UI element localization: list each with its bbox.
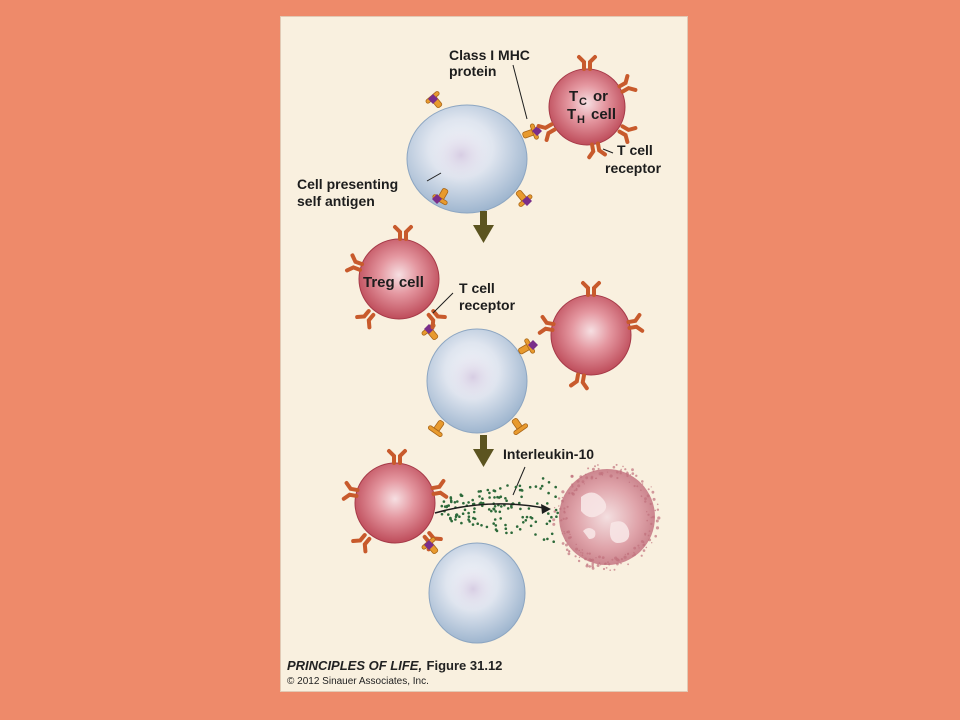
caption-copyright: © 2012 Sinauer Associates, Inc. (287, 676, 429, 687)
arrow-2 (473, 435, 494, 467)
tc-label-t: T (569, 88, 578, 105)
tc-label-sub: C (579, 96, 587, 108)
presenting-leader (426, 172, 442, 182)
secretion-arrow-head (541, 504, 551, 514)
class-mhc-label-1: Class I MHC (449, 47, 530, 63)
tcr1-label-2: receptor (605, 160, 662, 176)
top-th-cell (536, 55, 638, 160)
caption-figure-number: Figure 31.12 (426, 658, 503, 673)
treg-cell-middle (344, 225, 447, 330)
class-mhc-label-2: protein (449, 63, 496, 79)
presenting-label-2: self antigen (297, 193, 375, 209)
tcr2-label-2: receptor (459, 297, 516, 313)
tc-label-or: or (593, 88, 608, 105)
interleukin-10-molecules (440, 477, 559, 543)
caption-title: PRINCIPLES OF LIFE, (287, 658, 423, 673)
middle-t-cell-right (537, 281, 645, 391)
tcr2-leader (432, 292, 454, 314)
interleukin-leader (512, 466, 526, 496)
presenting-label-1: Cell presenting (297, 176, 398, 192)
dying-t-cell (552, 463, 661, 571)
bottom-presenting-cell (420, 536, 526, 644)
class-mhc-leader (512, 64, 528, 120)
figure-caption: PRINCIPLES OF LIFE, Figure 31.12 © 2012 … (287, 657, 502, 687)
th-label-t: T (567, 106, 576, 123)
secretion-arrow-line (434, 503, 550, 514)
arrow-1 (473, 211, 494, 243)
treg-label: Treg cell (363, 274, 424, 291)
th-label-cell: cell (591, 106, 616, 123)
tcr1-label-1: T cell (617, 142, 653, 158)
interleukin-label: Interleukin-10 (503, 446, 594, 462)
figure-panel: T C or T H cell Class I MHC protein T ce… (280, 16, 688, 692)
middle-presenting-cell (420, 322, 538, 438)
tcr2-label-1: T cell (459, 280, 495, 296)
top-presenting-cell (406, 104, 528, 214)
bottom-treg-cell (341, 449, 449, 554)
tcr1-leader (602, 148, 614, 154)
diagram-svg: T C or T H cell Class I MHC protein T ce… (297, 47, 662, 644)
th-label-sub: H (577, 114, 585, 126)
